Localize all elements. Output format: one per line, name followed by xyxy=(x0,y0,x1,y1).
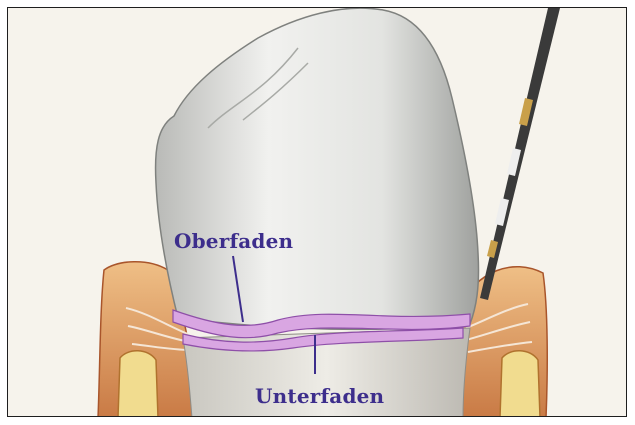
lower-thread-label: Unterfaden xyxy=(255,384,384,408)
periodontal-probe-icon xyxy=(480,8,560,300)
tooth-crown xyxy=(156,8,479,329)
illustration-frame: Oberfaden Unterfaden xyxy=(7,7,627,417)
upper-thread-label: Oberfaden xyxy=(174,229,293,253)
right-bone xyxy=(500,351,540,417)
left-bone xyxy=(118,351,158,417)
tooth-illustration xyxy=(8,8,627,417)
